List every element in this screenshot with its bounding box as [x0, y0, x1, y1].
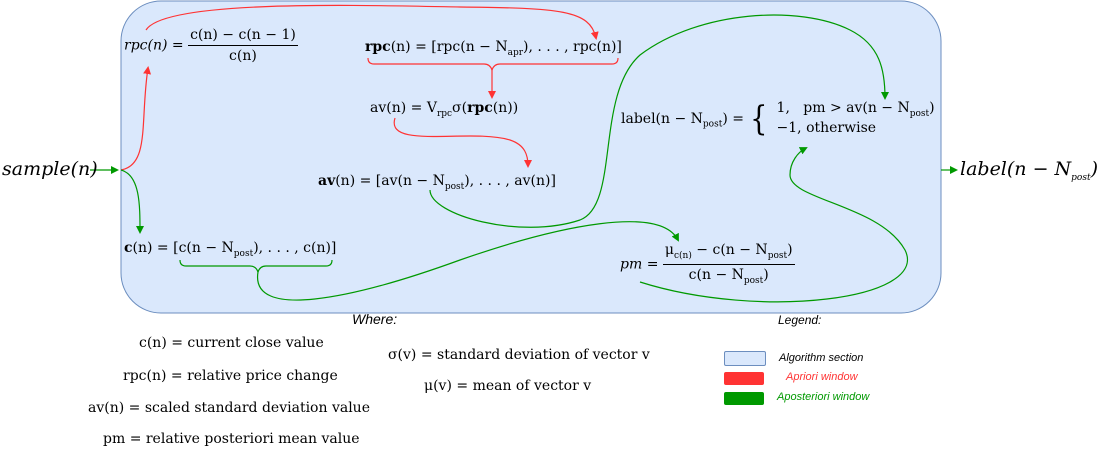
where-title: Where: [352, 311, 398, 327]
legend-label-aposteriori: Aposteriori window [777, 391, 870, 403]
legend-swatch-algorithm [724, 351, 766, 366]
where-item: rpc(n) = relative price change [123, 368, 338, 384]
pm-to-label-arrow [639, 147, 908, 303]
rpc-to-rpcvec-arrow [145, 4, 599, 40]
where-item: pm = relative posteriori mean value [103, 431, 360, 447]
cases-brace: { [750, 98, 768, 139]
output-label: label(n − Npost) [960, 158, 1099, 183]
legend-swatch-apriori [724, 372, 764, 385]
legend-swatch-aposteriori [724, 392, 764, 405]
avvec-to-label-arrow [429, 14, 889, 228]
av-equation: av(n) = Vrpcσ(rpc(n)) [370, 100, 519, 119]
input-label: sample(n) [2, 158, 98, 180]
legend-label-algorithm: Algorithm section [779, 352, 864, 364]
sample-to-rpc-arrow [120, 66, 152, 171]
av-vector-equation: av(n) = [av(n − Npost), . . . , av(n)] [318, 173, 556, 192]
cvec-to-pm-arrow [257, 221, 679, 301]
where-item: av(n) = scaled standard deviation value [88, 400, 370, 416]
label-equation: label(n − Npost) = { 1, pm > av(n − Npos… [621, 98, 935, 139]
av-to-avvec-arrow [393, 117, 532, 168]
rpc-equation: rpc(n) = c(n) − c(n − 1)c(n) [124, 27, 298, 64]
legend-title: Legend: [778, 313, 822, 327]
where-item: σ(v) = standard deviation of vector v [388, 347, 650, 363]
where-item: c(n) = current close value [139, 335, 324, 351]
legend-label-apriori: Apriori window [786, 371, 858, 383]
pm-equation: pm = μc(n) − c(n − Npost) c(n − Npost) [620, 242, 795, 286]
where-item: μ(v) = mean of vector v [424, 378, 592, 394]
algorithm-section [120, 0, 942, 314]
rpc-vector-equation: rpc(n) = [rpc(n − Napr), . . . , rpc(n)] [365, 39, 622, 58]
sample-to-cvec-arrow [120, 169, 144, 234]
c-vector-equation: c(n) = [c(n − Npost), . . . , c(n)] [124, 240, 337, 259]
